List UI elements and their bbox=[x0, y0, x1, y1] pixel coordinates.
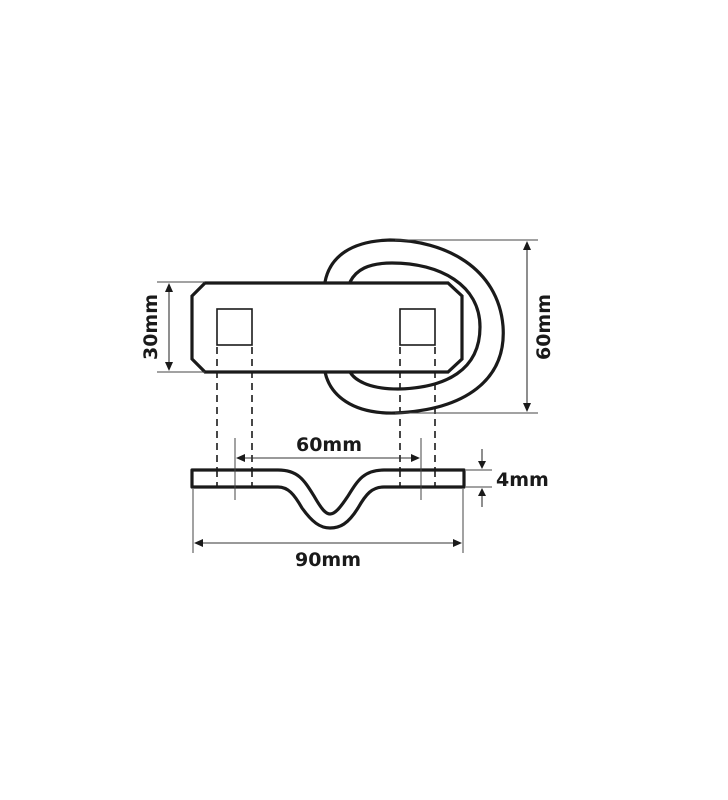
dimension-label-hole-spacing: 60mm bbox=[296, 434, 362, 456]
ring-inner bbox=[348, 261, 482, 391]
ring-outer bbox=[323, 238, 505, 415]
dimension-label-overall-length: 90mm bbox=[295, 549, 361, 571]
dimension-30mm: 30mm bbox=[140, 281, 205, 373]
dimension-4mm: 4mm bbox=[466, 449, 549, 507]
dimension-60mm-vertical: 60mm bbox=[395, 239, 555, 414]
dimension-label-thickness: 4mm bbox=[496, 469, 549, 491]
dimension-label-ring-height: 60mm bbox=[533, 294, 555, 360]
left-slot bbox=[216, 308, 253, 346]
plate-profile bbox=[190, 468, 466, 530]
dimension-90mm: 90mm bbox=[192, 489, 464, 571]
dimension-60mm-horizontal: 60mm bbox=[234, 434, 422, 500]
top-view: 30mm 60mm bbox=[140, 238, 555, 486]
side-view: 60mm 4mm 90mm bbox=[190, 434, 549, 571]
mounting-plate bbox=[190, 281, 464, 374]
right-slot bbox=[399, 308, 436, 346]
dimension-label-plate-width: 30mm bbox=[140, 294, 162, 360]
